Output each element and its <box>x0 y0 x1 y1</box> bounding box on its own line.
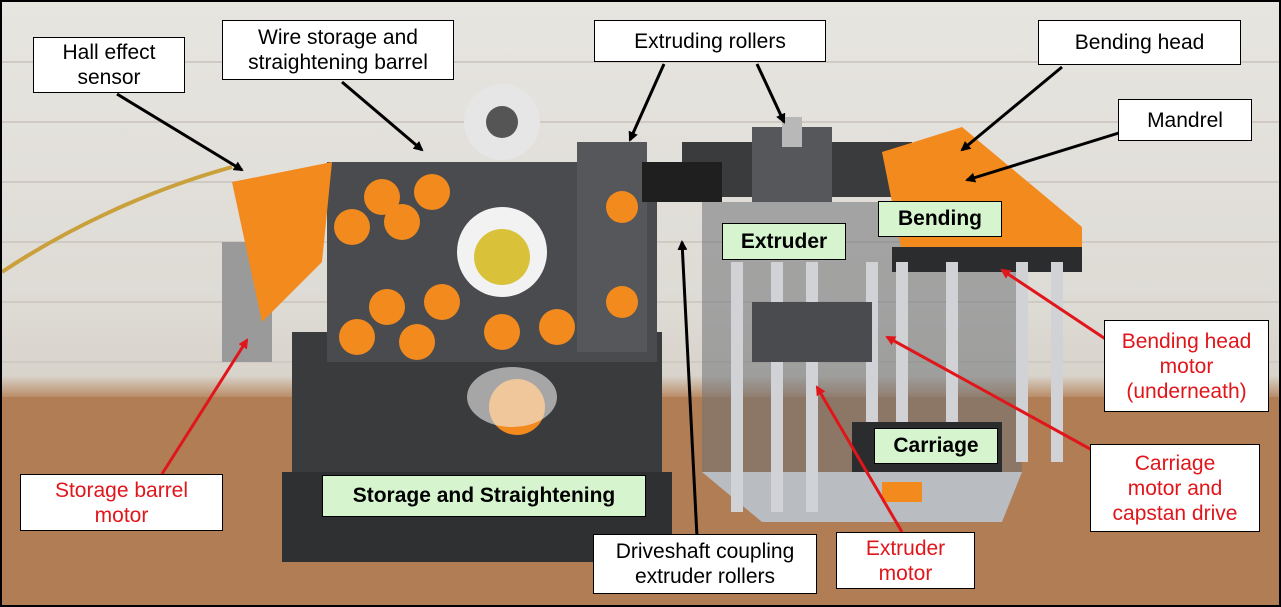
callout-mandrel: Mandrel <box>1118 99 1252 141</box>
callout-hall-effect-sensor: Hall effect sensor <box>33 37 185 93</box>
callout-bending-head: Bending head <box>1038 20 1241 65</box>
callout-bending-head-motor: Bending head motor (underneath) <box>1104 320 1269 412</box>
callout-storage-barrel-motor: Storage barrel motor <box>20 474 223 531</box>
arrow-wire-storage <box>341 80 424 152</box>
arrow-driveshaft <box>677 240 699 538</box>
arrow-carriage-motor <box>885 335 1093 452</box>
arrow-extruding-rollers-right <box>755 63 786 124</box>
arrow-hall-sensor <box>116 92 244 172</box>
module-label-carriage: Carriage <box>874 428 998 464</box>
arrow-bending-head <box>960 65 1063 152</box>
callout-carriage-motor: Carriage motor and capstan drive <box>1090 444 1260 532</box>
module-label-bending: Bending <box>878 201 1002 237</box>
arrow-storage-motor <box>160 338 249 475</box>
arrow-extruding-rollers-left <box>628 63 666 142</box>
module-label-extruder: Extruder <box>722 223 846 260</box>
arrow-bending-motor <box>1000 268 1111 344</box>
callout-driveshaft-coupling: Driveshaft coupling extruder rollers <box>593 534 817 594</box>
callout-extruder-motor: Extruder motor <box>836 532 975 589</box>
arrow-mandrel <box>965 130 1123 183</box>
callout-wire-storage-barrel: Wire storage and straightening barrel <box>222 20 454 80</box>
arrow-extruder-motor <box>815 385 904 533</box>
module-label-storage-straightening: Storage and Straightening <box>322 475 646 517</box>
callout-extruding-rollers: Extruding rollers <box>594 20 826 62</box>
